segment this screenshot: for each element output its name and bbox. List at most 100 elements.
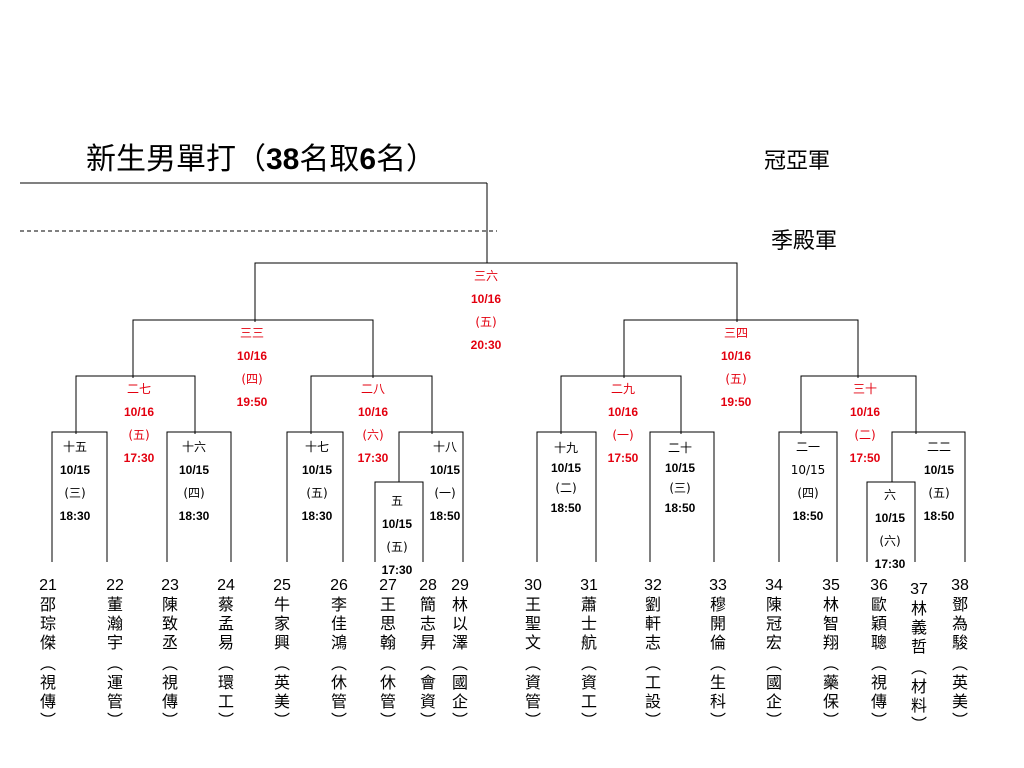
match-30: 三十 10/16 (二) 17:50 (839, 378, 891, 470)
match-6: 六 10/15 (六) 17:30 (866, 484, 914, 576)
bracket-m29 (560, 375, 682, 434)
player-seed: 31 (580, 577, 598, 594)
player-name-char: 聰 (870, 633, 887, 652)
page-title: 新生男單打（38名取6名） (86, 134, 436, 178)
player-seed: 28 (419, 577, 437, 594)
player-dept: ︵資工︶ (577, 654, 601, 730)
player-name-char: 易 (217, 633, 234, 652)
player-dept: ︵材料︶ (907, 658, 931, 734)
bracket-m19 (536, 431, 597, 562)
player-name-char: 澤 (451, 633, 468, 652)
match-court: (五) (306, 486, 328, 500)
player-seed: 37 (910, 581, 928, 598)
match-time: 19:50 (236, 395, 268, 409)
player-27: 27 王 思 翰 ︵休管︶ (376, 576, 400, 730)
dept-char: 傳 (39, 692, 56, 711)
player-dept: ︵藥保︶ (819, 654, 843, 730)
match-date: 10/16 (236, 349, 268, 363)
player-32: 32 劉 軒 志 ︵工設︶ (641, 576, 665, 730)
player-name-char: 倫 (709, 633, 726, 652)
bracket-m18 (398, 431, 464, 562)
match-number: 六 (883, 488, 896, 502)
player-name-char: 王 (524, 595, 541, 614)
match-court: (二) (854, 428, 876, 442)
player-name-char: 翰 (379, 633, 396, 652)
player-name-char: 邵 (39, 595, 56, 614)
match-21: 二一 10/15 (四) 18:50 (784, 436, 832, 528)
dept-char: 視 (161, 673, 178, 692)
match-28: 二八 10/16 (六) 17:30 (347, 378, 399, 470)
player-dept: ︵視傳︶ (158, 654, 182, 730)
match-date: 10/16 (357, 405, 389, 419)
player-name-char: 翔 (822, 633, 839, 652)
player-dept: ︵視傳︶ (36, 654, 60, 730)
dept-char: 工 (644, 673, 661, 692)
player-35: 35 林 智 翔 ︵藥保︶ (819, 576, 843, 730)
player-seed: 26 (330, 577, 348, 594)
player-name-char: 駿 (951, 633, 968, 652)
player-name-char: 簡 (419, 595, 436, 614)
player-38: 38 鄧 為 駿 ︵英美︶ (948, 576, 972, 730)
dept-char: 資 (580, 673, 597, 692)
player-name-char: 思 (379, 614, 396, 633)
player-name-char: 宏 (765, 633, 782, 652)
dept-char: 工 (580, 692, 597, 711)
player-dept: ︵資管︶ (521, 654, 545, 730)
bracket-m17 (286, 431, 344, 562)
match-number: 三四 (723, 326, 748, 340)
dept-char: 休 (379, 673, 396, 692)
dept-char: 資 (419, 692, 436, 711)
match-time: 18:50 (664, 501, 696, 515)
match-date: 10/16 (470, 292, 502, 306)
player-name-char: 開 (709, 614, 726, 633)
player-name-char: 航 (580, 633, 597, 652)
match-court: (三) (669, 481, 691, 495)
match-court: (四) (183, 486, 205, 500)
player-dept: ︵國企︶ (762, 654, 786, 730)
match-number: 三十 (852, 382, 877, 396)
bracket-m21 (778, 431, 838, 562)
player-name-char: 陳 (161, 595, 178, 614)
match-date: 10/15 (59, 463, 91, 477)
player-dept: ︵工設︶ (641, 654, 665, 730)
player-name-char: 林 (910, 599, 927, 618)
match-court: (六) (362, 428, 384, 442)
match-time: 17:50 (849, 451, 881, 465)
bracket-m22 (891, 431, 966, 562)
dept-char: 企 (765, 692, 782, 711)
match-date: 10/15 (874, 511, 906, 525)
match-number: 十五 (62, 440, 87, 454)
player-name-char: 丞 (161, 633, 178, 652)
player-seed: 29 (451, 577, 469, 594)
dept-char: 料 (910, 696, 927, 715)
match-date: 10/15 (178, 463, 210, 477)
dept-char: 管 (379, 692, 396, 711)
player-seed: 30 (524, 577, 542, 594)
bracket-m16 (166, 431, 232, 562)
match-court: (五) (475, 315, 497, 329)
player-name-char: 志 (644, 633, 661, 652)
dept-char: 國 (451, 673, 468, 692)
player-name-char: 孟 (217, 614, 234, 633)
player-dept: ︵國企︶ (448, 654, 472, 730)
dept-char: 生 (709, 673, 726, 692)
player-name-char: 志 (419, 614, 436, 633)
match-date: 10/15 (790, 463, 826, 477)
match-court: (二) (555, 481, 577, 495)
player-25: 25 牛 家 興 ︵英美︶ (270, 576, 294, 730)
dept-char: 企 (451, 692, 468, 711)
player-name-char: 穎 (870, 614, 887, 633)
match-20: 二十 10/15 (三) 18:50 (656, 438, 704, 518)
match-27: 二七 10/16 (五) 17:30 (113, 378, 165, 470)
match-number: 二八 (360, 382, 385, 396)
player-seed: 38 (951, 577, 969, 594)
player-seed: 36 (870, 577, 888, 594)
player-name-char: 家 (273, 614, 290, 633)
bracket-m27 (75, 375, 196, 434)
player-name-char: 軒 (644, 614, 661, 633)
player-seed: 23 (161, 577, 179, 594)
match-date: 10/15 (381, 517, 413, 531)
player-name-char: 林 (451, 595, 468, 614)
match-time: 17:30 (357, 451, 389, 465)
player-name-char: 聖 (524, 614, 541, 633)
